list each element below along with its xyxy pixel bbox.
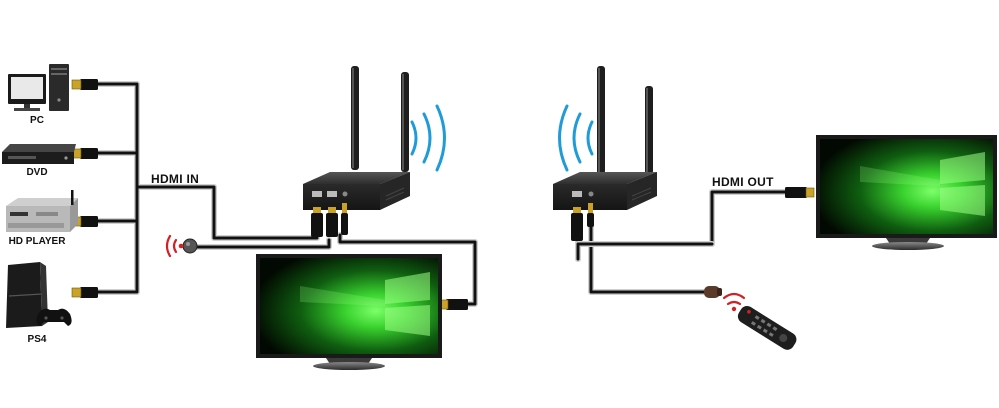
antenna-icon bbox=[645, 86, 653, 174]
media-player-icon bbox=[6, 190, 78, 232]
source-label-hd-player: HD PLAYER bbox=[8, 236, 66, 247]
remote-tv-icon bbox=[816, 135, 997, 250]
cable-group bbox=[93, 81, 791, 307]
ir-rx-cable bbox=[193, 238, 331, 249]
ir-receiver-icon bbox=[165, 234, 198, 258]
hdmi-connector-icon bbox=[785, 187, 815, 198]
source-label-pc: PC bbox=[30, 115, 44, 126]
antenna-icon bbox=[351, 66, 359, 170]
hdmi-connector-icon bbox=[439, 299, 468, 310]
ir-emitter-icon bbox=[704, 286, 722, 298]
source-label-ps4: PS4 bbox=[27, 334, 47, 345]
source-label-dvd: DVD bbox=[26, 167, 48, 178]
wifi-signal-tx-icon bbox=[410, 104, 446, 172]
game-console-icon bbox=[6, 262, 72, 328]
hdmi-connector-icon bbox=[71, 79, 98, 90]
local-tv-icon bbox=[256, 254, 442, 370]
desktop-pc-icon bbox=[8, 64, 69, 111]
source-bus-cable bbox=[94, 82, 139, 294]
hdmi-out-cable bbox=[710, 190, 790, 246]
transmitter-unit bbox=[303, 66, 410, 237]
ir-tx-cable bbox=[589, 223, 707, 294]
antenna-icon bbox=[401, 72, 409, 172]
receiver-unit bbox=[553, 66, 657, 241]
wifi-signal-rx-icon bbox=[558, 104, 594, 172]
hdmi-in-label: HDMI IN bbox=[151, 172, 200, 186]
hdmi-connector-icon bbox=[71, 287, 98, 298]
remote-control-icon bbox=[722, 292, 797, 350]
hdmi-connectors bbox=[71, 79, 815, 310]
hdmi-out-label: HDMI OUT bbox=[712, 175, 774, 189]
hdmi-in-cable bbox=[135, 185, 319, 240]
dvd-player-icon bbox=[2, 144, 76, 164]
hdmi-connector-icon bbox=[71, 148, 98, 159]
local-tv-cable bbox=[338, 233, 477, 306]
antenna-icon bbox=[597, 66, 605, 174]
